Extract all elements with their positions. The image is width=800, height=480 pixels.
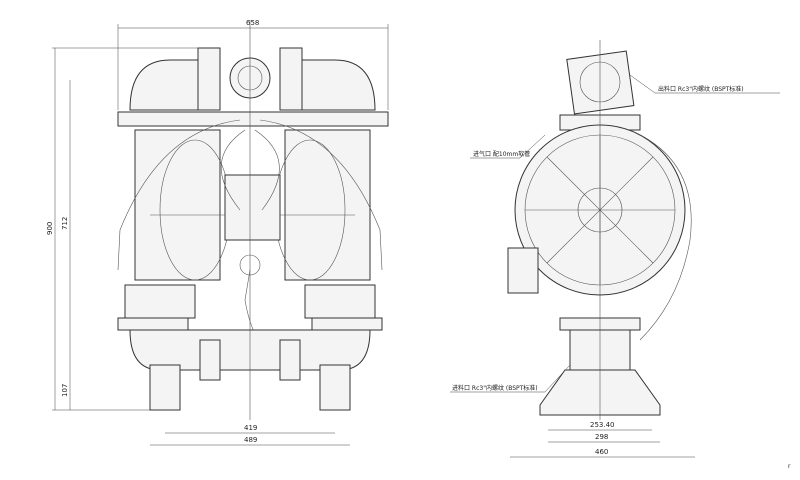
side-dimensions: 253.40 298 460 [510, 421, 695, 458]
dim-489: 489 [244, 436, 257, 444]
callouts: 出料口 Rc3"内螺纹 (BSPT标准) 进气口 配10mm软管 进料口 Rc3… [450, 74, 780, 393]
callout-outlet: 出料口 Rc3"内螺纹 (BSPT标准) [658, 85, 744, 93]
dim-460: 460 [595, 448, 608, 456]
dim-298: 298 [595, 433, 608, 441]
corner-mark: r [788, 463, 791, 470]
dim-712: 712 [61, 217, 69, 230]
callout-air-inlet: 进气口 配10mm软管 [473, 150, 530, 158]
callout-inlet: 进料口 Rc3"内螺纹 (BSPT标准) [452, 384, 538, 392]
dim-107: 107 [61, 384, 69, 397]
dim-658: 658 [246, 19, 259, 27]
side-view [507, 40, 692, 420]
dim-253-40: 253.40 [590, 421, 615, 429]
front-view [117, 20, 389, 420]
dim-900: 900 [46, 222, 54, 235]
front-dimensions: 658 900 712 107 419 489 [46, 19, 389, 446]
dim-419: 419 [244, 424, 257, 432]
